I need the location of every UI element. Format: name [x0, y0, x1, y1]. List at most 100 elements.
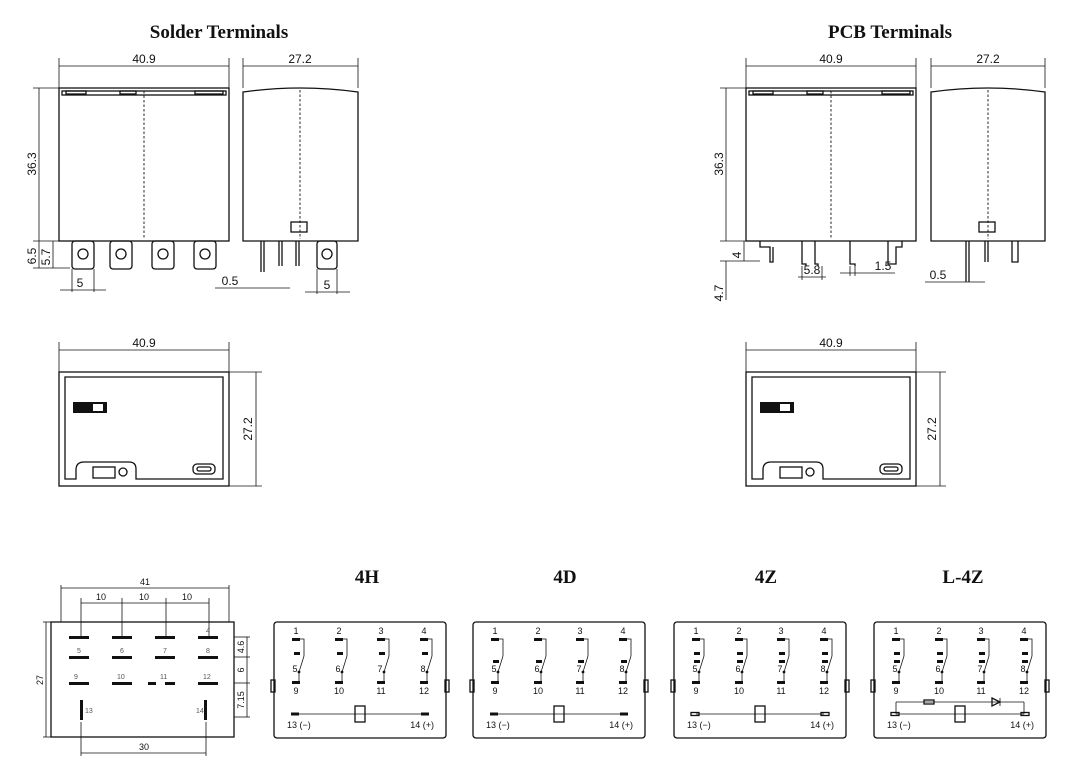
solder-pitch-dim: 5 [77, 276, 84, 290]
solder-terminal-dim: 6.5 [25, 247, 39, 264]
solder-top-width-dim: 40.9 [132, 336, 156, 350]
wiring-l4z-coil-neg: 13 (−) [887, 720, 911, 730]
pcb-top-depth-dim: 27.2 [925, 417, 939, 441]
wiring-4h-pin-5: 5 [292, 664, 297, 674]
pcb-pin-thickness-dim: 0.5 [930, 268, 947, 282]
wiring-4z-pin-2: 2 [736, 626, 741, 636]
socket-pitch-dim-1: 10 [96, 592, 106, 602]
socket-pin-11: 11 [160, 674, 167, 681]
wiring-4h-pin-9: 9 [293, 686, 298, 696]
wiring-4d-pin-3: 3 [577, 626, 582, 636]
wiring-4d-coil-neg: 13 (−) [486, 720, 510, 730]
wiring-4d-pin-2: 2 [535, 626, 540, 636]
wiring-4d-pin-4: 4 [620, 626, 625, 636]
solder-tabs [71, 240, 217, 270]
wiring-4z-coil-neg: 13 (−) [687, 720, 711, 730]
wiring-4h-pin-2: 2 [336, 626, 341, 636]
wiring-4d-pin-6: 6 [534, 664, 539, 674]
socket-row2-dim: 6 [236, 667, 246, 672]
wiring-4z-pin-12: 12 [819, 686, 829, 696]
pcb-front-view: 40.9 36.3 4 4.7 5.8 1.5 [712, 52, 917, 301]
pcb-pin-len-dim: 4.7 [712, 284, 726, 301]
wiring-4z-pin-3: 3 [778, 626, 783, 636]
solder-front-view: 40.9 36.3 6.5 5.7 5 [25, 52, 230, 292]
pcb-terminals-title: PCB Terminals [828, 22, 952, 43]
wiring-4d-pin-1: 1 [492, 626, 497, 636]
socket-pin-6: 6 [120, 648, 124, 655]
wiring-l4z-pin-5: 5 [892, 664, 897, 674]
wiring-4h-pin-3: 3 [378, 626, 383, 636]
wiring-4z-pin-6: 6 [735, 664, 740, 674]
wiring-l4z-pin-10: 10 [934, 686, 944, 696]
pcb-gap-dim: 4 [730, 251, 744, 258]
wiring-4z-pin-1: 1 [693, 626, 698, 636]
wiring-4z-pin-10: 10 [734, 686, 744, 696]
wiring-l4z-pin-3: 3 [978, 626, 983, 636]
wiring-4d-pin-10: 10 [533, 686, 543, 696]
socket-pin-4: 4 [206, 628, 210, 635]
solder-pin-thickness-dim: 0.5 [222, 274, 239, 288]
solder-width-dim: 40.9 [132, 52, 156, 66]
wiring-4z-pin-7: 7 [777, 664, 782, 674]
wiring-4h-pin-4: 4 [421, 626, 426, 636]
wiring-4h-pin-7: 7 [377, 664, 382, 674]
wiring-4d-pin-7: 7 [576, 664, 581, 674]
pcb-depth-dim: 27.2 [976, 52, 1000, 66]
pcb-pin-t-dim: 1.5 [875, 259, 892, 273]
socket-depth-dim: 27 [35, 675, 45, 685]
wiring-4h-pin-8: 8 [420, 664, 425, 674]
wiring-4z-title: 4Z [755, 567, 777, 588]
wiring-4z-pin-11: 11 [776, 686, 785, 696]
wiring-4h-pin-12: 12 [419, 686, 429, 696]
wiring-4h-pin-10: 10 [334, 686, 344, 696]
wiring-l4z-pin-6: 6 [935, 664, 940, 674]
solder-terminals-title: Solder Terminals [150, 22, 288, 43]
solder-top-view: 40.9 27.2 [58, 336, 262, 487]
socket-row3-dim: 7.15 [236, 691, 246, 709]
wiring-l4z-pin-1: 1 [893, 626, 898, 636]
wiring-4d-pin-9: 9 [492, 686, 497, 696]
wiring-l4z-pin-4: 4 [1021, 626, 1026, 636]
wiring-4d-coil-pos: 14 (+) [609, 720, 633, 730]
socket-pin-9: 9 [74, 674, 78, 681]
solder-side-pitch-dim: 5 [324, 278, 331, 292]
pcb-height-dim: 36.3 [712, 152, 726, 176]
wiring-4z-pin-5: 5 [692, 664, 697, 674]
wiring-l4z-pin-11: 11 [976, 686, 985, 696]
socket-row1-dim: 4.6 [236, 641, 246, 654]
wiring-4d-title: 4D [553, 567, 576, 588]
socket-pin-14: 14 [196, 708, 204, 715]
wiring-4h-coil-neg: 13 (−) [287, 720, 311, 730]
pcb-pin-width-dim: 5.8 [804, 263, 821, 277]
pcb-width-dim: 40.9 [819, 52, 843, 66]
wiring-l4z-pin-12: 12 [1019, 686, 1029, 696]
socket-pin-13: 13 [85, 708, 93, 715]
wiring-l4z-pin-8: 8 [1020, 664, 1025, 674]
wiring-4d-pin-5: 5 [491, 664, 496, 674]
pcb-top-view: 40.9 27.2 [745, 336, 946, 487]
wiring-4d-pin-12: 12 [618, 686, 628, 696]
wiring-l4z-pin-7: 7 [977, 664, 982, 674]
wiring-4h-pin-6: 6 [335, 664, 340, 674]
socket-width-dim: 41 [140, 577, 150, 587]
pcb-side-view: 27.2 0.5 [925, 52, 1046, 283]
solder-top-depth-dim: 27.2 [241, 417, 255, 441]
wiring-4d-pin-11: 11 [575, 686, 584, 696]
socket-pin-12: 12 [203, 674, 211, 681]
wiring-4h-coil-pos: 14 (+) [410, 720, 434, 730]
socket-pin-10: 10 [117, 674, 125, 681]
pcb-top-width-dim: 40.9 [819, 336, 843, 350]
solder-pin-dim: 5.7 [39, 248, 53, 265]
socket-pin-8: 8 [206, 648, 210, 655]
wiring-4z-pin-4: 4 [821, 626, 826, 636]
socket-pitch-dim-3: 10 [182, 592, 192, 602]
wiring-4h-title: 4H [355, 567, 380, 588]
wiring-4z-pin-8: 8 [820, 664, 825, 674]
wiring-l4z-title: L-4Z [942, 567, 983, 588]
socket-footprint: 41 10 10 10 27 5 6 7 8 4 9 10 11 12 [35, 577, 250, 756]
